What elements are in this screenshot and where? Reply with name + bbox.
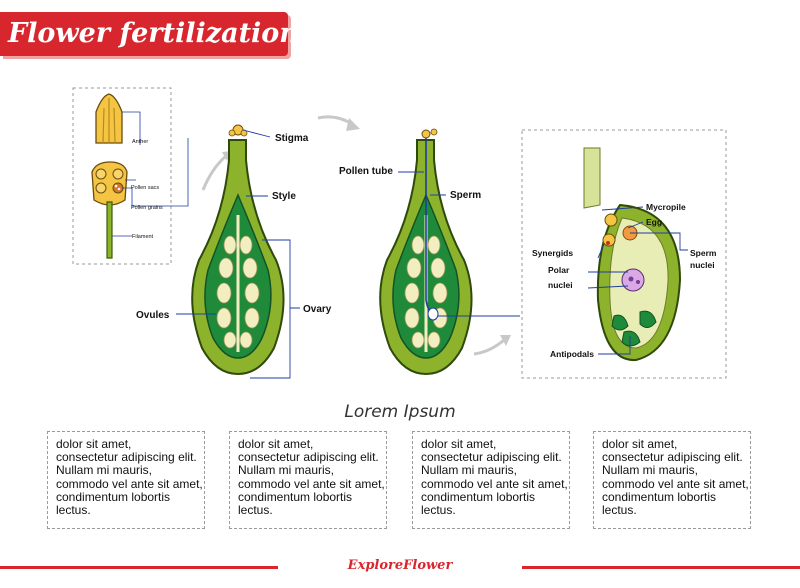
text-line: consectetur adipiscing elit. [602,450,743,465]
text-box: dolor sit amet, consectetur adipiscing e… [593,431,751,529]
label-filament: Filament [132,234,154,240]
text-line: dolor sit amet, [56,437,132,451]
text-line: Nullam mi mauris, [238,463,335,478]
arrow-icon [201,154,227,191]
text-box: dolor sit amet, consectetur adipiscing e… [47,431,205,529]
text-line: condimentum lobortis lectus. [602,489,717,518]
text-line: dolor sit amet, [238,437,314,451]
section-heading: Lorem Ipsum [344,402,456,422]
text-line: condimentum lobortis lectus. [238,489,353,518]
label-ovules: Ovules [136,310,170,321]
text-line: consectetur adipiscing elit. [238,450,379,465]
stamen-panel [72,87,172,265]
arrow-icon [317,115,353,126]
label-mycropile: Mycropile [646,202,686,212]
text-line: commodo vel ante sit amet, [421,476,568,491]
text-line: Nullam mi mauris, [56,463,153,478]
ovule-illustration [583,147,682,362]
label-style: Style [272,191,296,202]
anther-illustration [95,93,123,144]
label-anther: Anther [132,139,148,145]
pistil-illustration [191,124,285,376]
text-line: commodo vel ante sit amet, [602,476,749,491]
fertilization-diagram: Anther Pollen sacs Pollen grains Filamen… [72,87,727,379]
page-title: Flower fertilization [8,18,299,49]
text-line: Nullam mi mauris, [602,463,699,478]
label-polar-nuclei-line2: nuclei [548,280,573,290]
text-line: dolor sit amet, [602,437,678,451]
label-sperm-nuclei-line2: nuclei [690,260,715,270]
stamen-cross-section [91,161,128,259]
ovule-detail-panel [521,129,727,379]
label-antipodals: Antipodals [550,349,594,359]
label-pollen-tube: Pollen tube [339,166,393,177]
label-ovary: Ovary [303,304,332,315]
text-line: commodo vel ante sit amet, [56,476,203,491]
label-sperm: Sperm [450,190,481,201]
text-line: consectetur adipiscing elit. [421,450,562,465]
label-polar-nuclei-line1: Polar [548,265,570,275]
footer-line-left [0,566,278,569]
text-box: dolor sit amet, consectetur adipiscing e… [229,431,387,529]
arrow-icon [346,118,360,131]
text-line: commodo vel ante sit amet, [238,476,385,491]
text-line: Nullam mi mauris, [421,463,518,478]
label-egg: Egg [646,217,662,227]
text-line: dolor sit amet, [421,437,497,451]
label-sperm-nuclei-line1: Sperm [690,248,717,258]
label-pollen-grains: Pollen grains [131,205,163,211]
label-pollen-sacs: Pollen sacs [131,185,159,191]
arrow-icon [473,338,505,356]
text-line: condimentum lobortis lectus. [421,489,536,518]
text-line: consectetur adipiscing elit. [56,450,197,465]
arrow-icon [500,335,511,346]
footer-line-right [522,566,800,569]
text-box: dolor sit amet, consectetur adipiscing e… [412,431,570,529]
pistil-with-pollen-tube [379,128,473,376]
footer-brand: ExploreFlower [347,558,453,573]
label-synergids: Synergids [532,248,573,258]
text-line: condimentum lobortis lectus. [56,489,171,518]
label-stigma: Stigma [275,133,309,144]
title-banner: Flower fertilization [0,12,299,56]
